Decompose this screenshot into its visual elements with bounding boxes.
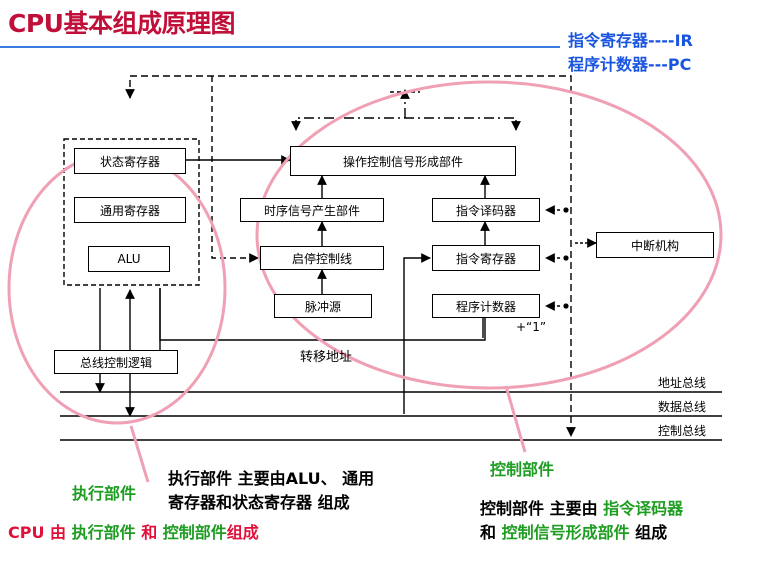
exec-unit-desc-2: 寄存器和状态寄存器 组成: [168, 493, 350, 512]
op-control-box: 操作控制信号形成部件: [290, 146, 516, 176]
data-bus-label: 数据总线: [658, 400, 707, 414]
timing-unit-box: 时序信号产生部件: [240, 198, 384, 222]
exec-unit-title: 执行部件: [72, 484, 137, 503]
control-unit-desc-1: 控制部件 主要由 指令译码器: [480, 499, 684, 518]
pulse-source-box: 脉冲源: [274, 294, 372, 318]
status-register-box: 状态寄存器: [74, 148, 186, 174]
exec-unit-desc-1: 执行部件 主要由ALU、 通用: [168, 469, 375, 488]
exec-unit-ellipse: [7, 151, 227, 425]
control-bus-label: 控制总线: [658, 424, 707, 438]
instruction-decoder-box: 指令译码器: [432, 198, 540, 222]
interrupt-box: 中断机构: [596, 232, 714, 258]
jump-address-label: 转移地址: [300, 350, 353, 365]
page-title: CPU基本组成原理图: [8, 9, 235, 38]
instruction-register-box: 指令寄存器: [432, 245, 540, 271]
legend-pc: 程序计数器---PC: [568, 55, 692, 74]
bus-control-box: 总线控制逻辑: [54, 350, 178, 374]
title-divider: [0, 46, 560, 48]
general-register-box: 通用寄存器: [74, 197, 186, 223]
control-unit-title: 控制部件: [490, 460, 555, 479]
program-counter-box: 程序计数器: [432, 294, 540, 318]
cpu-summary: CPU 由 执行部件 和 控制部件组成: [8, 523, 259, 542]
legend-ir: 指令寄存器----IR: [568, 31, 693, 50]
plus-one-label: +“1”: [516, 320, 547, 334]
alu-box: ALU: [88, 246, 170, 272]
start-stop-box: 启停控制线: [260, 246, 384, 270]
address-bus-label: 地址总线: [658, 376, 707, 390]
control-unit-desc-2: 和 控制信号形成部件 组成: [480, 523, 668, 542]
control-unit-ellipse: [255, 80, 723, 390]
